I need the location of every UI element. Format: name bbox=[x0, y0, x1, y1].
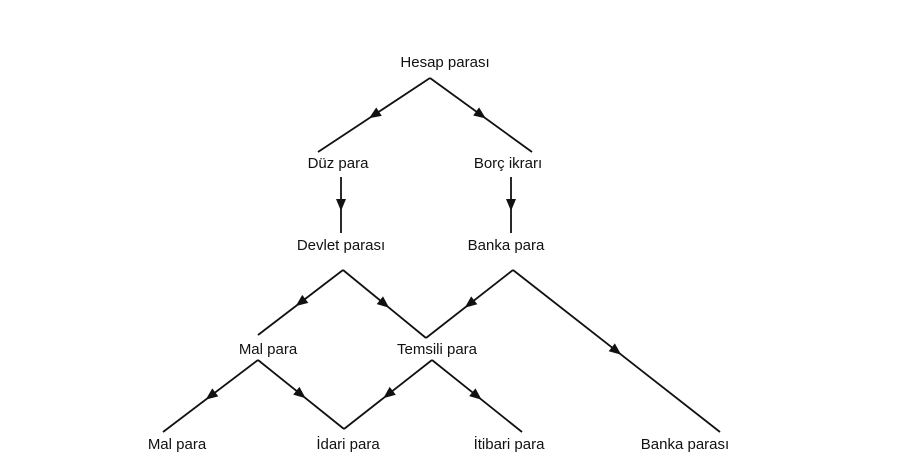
node-mal-para-lower: Mal para bbox=[148, 436, 207, 453]
arrowhead-banka-para-to-temsili-para bbox=[464, 296, 478, 308]
arrowhead-hesap-parasi-to-borc-ikrari bbox=[473, 107, 486, 119]
node-duz-para: Düz para bbox=[308, 155, 370, 172]
arrowhead-devlet-parasi-to-temsili-para bbox=[376, 296, 390, 308]
arrowhead-devlet-parasi-to-mal-para-1 bbox=[295, 294, 309, 307]
arrowhead-temsili-para-to-idari-para bbox=[383, 386, 396, 399]
node-devlet-parasi: Devlet parası bbox=[297, 237, 385, 254]
node-borc-ikrari: Borç ikrarı bbox=[474, 155, 542, 172]
arrowhead-hesap-parasi-to-duz-para bbox=[368, 107, 382, 119]
arrowhead-temsili-para-to-itibari-para bbox=[469, 388, 482, 400]
node-hesap-parasi: Hesap parası bbox=[400, 54, 489, 71]
node-temsili-para: Temsili para bbox=[397, 341, 478, 358]
node-itibari-para: İtibari para bbox=[474, 435, 546, 453]
arrowhead-mal-para-1-to-mal-para-2 bbox=[205, 388, 219, 400]
label-layer: Hesap parası Düz para Borç ikrarı Devlet… bbox=[148, 54, 729, 453]
edge-layer bbox=[162, 77, 721, 433]
arrowhead-duz-para-to-devlet-parasi bbox=[336, 199, 346, 211]
node-banka-para: Banka para bbox=[468, 237, 545, 254]
node-idari-para: İdari para bbox=[316, 435, 380, 453]
node-mal-para-upper: Mal para bbox=[239, 341, 298, 358]
node-banka-parasi: Banka parası bbox=[641, 436, 729, 453]
arrowhead-mal-para-1-to-idari-para bbox=[293, 386, 306, 399]
arrowhead-borc-ikrari-to-banka-para bbox=[506, 199, 516, 211]
arrowhead-banka-para-to-banka-parasi bbox=[608, 343, 622, 355]
